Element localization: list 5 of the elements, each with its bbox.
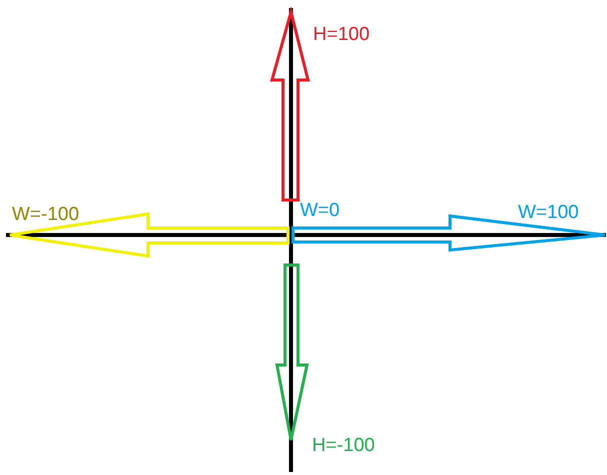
axis-value-label: W=0 [300,201,340,220]
axis-value-label: W=100 [518,203,579,222]
axis-value-label: W=-100 [12,205,80,224]
axis-value-label: H=-100 [312,436,375,455]
axis-value-label: H=100 [313,25,370,44]
